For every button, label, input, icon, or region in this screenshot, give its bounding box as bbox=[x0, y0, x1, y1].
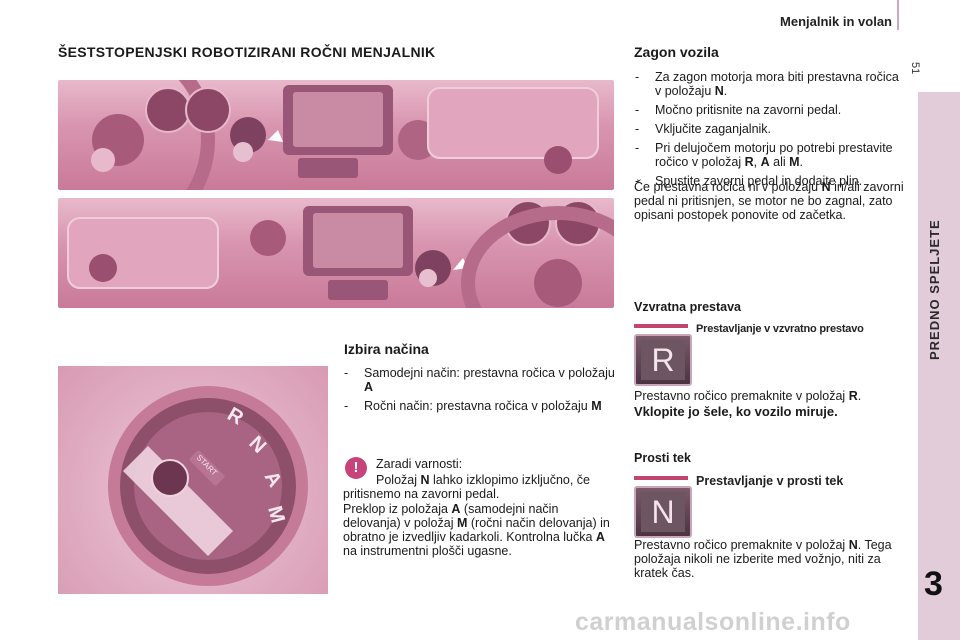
watermark: carmanualsonline.info bbox=[575, 608, 851, 636]
safety-paragraph: Preklop iz položaja A (samodejni način d… bbox=[343, 502, 617, 558]
vzvratna-text: Prestavno ročico premaknite v položaj R. bbox=[634, 389, 906, 403]
list-item: Vključite zaganjalnik. bbox=[631, 122, 906, 136]
dashboard-photo-rhd bbox=[58, 198, 614, 308]
list-item-bold: A bbox=[364, 380, 374, 394]
text: . bbox=[799, 155, 803, 169]
gear-selector-knob: R N A M START bbox=[108, 386, 308, 586]
list-item: Pri delujočem motorju po potrebi prestav… bbox=[631, 141, 906, 169]
text: Prestavno ročico premaknite v položaj bbox=[634, 538, 849, 552]
text: ali bbox=[769, 155, 790, 169]
list-item-text: Ročni način: prestavna ročica v položaju bbox=[364, 399, 592, 413]
text-bold: M bbox=[789, 155, 800, 169]
list-item: Spustite zavorni pedal in dodajte plin. bbox=[631, 174, 906, 188]
text: . bbox=[723, 84, 728, 98]
text: Spustite zavorni pedal in dodajte plin. bbox=[655, 174, 863, 188]
chapter-number: 3 bbox=[924, 565, 943, 603]
safety-line1: Zaradi varnosti: bbox=[376, 457, 463, 471]
text: lahko izklopimo izključno, če pritisnemo… bbox=[343, 473, 591, 501]
text: Položaj bbox=[376, 473, 421, 487]
dashboard-photo-lhd bbox=[58, 80, 614, 190]
text: Vključite zaganjalnik. bbox=[655, 122, 772, 136]
text: Prestavno ročico premaknite v položaj bbox=[634, 389, 849, 403]
list-item-text: Samodejni način: prestavna ročica v polo… bbox=[364, 366, 615, 380]
chapter-tab bbox=[918, 92, 960, 640]
list-item-bold: M bbox=[591, 399, 602, 413]
gear-selector-photo: R N A M START bbox=[58, 366, 328, 594]
list-item: Močno pritisnite na zavorni pedal. bbox=[631, 103, 906, 117]
prosti-title: Prosti tek bbox=[634, 451, 691, 465]
zagon-title: Zagon vozila bbox=[634, 44, 719, 60]
text-bold: N bbox=[848, 538, 858, 552]
text: . bbox=[857, 389, 862, 403]
text: na instrumentni plošči ugasne. bbox=[343, 544, 512, 558]
knob-letter-m: M bbox=[263, 504, 289, 526]
zagon-paragraph: Če prestavna ročica ni v položaju N in/a… bbox=[634, 180, 906, 222]
list-item: Samodejni način: prestavna ročica v polo… bbox=[340, 366, 615, 394]
vzvratna-warning: Vklopite jo šele, ko vozilo miruje. bbox=[634, 404, 838, 419]
text-bold: A bbox=[595, 530, 605, 544]
text: Če prestavna ročica ni v položaju bbox=[634, 180, 822, 194]
text: Močno pritisnite na zavorni pedal. bbox=[655, 103, 842, 117]
text-bold: A bbox=[451, 502, 461, 516]
dashboard-illustration-lhd bbox=[91, 80, 599, 190]
vzvratna-caption: Prestavljanje v vzvratno prestavo bbox=[696, 323, 864, 335]
text-bold: N bbox=[821, 180, 831, 194]
list-item: Ročni način: prestavna ročica v položaju… bbox=[340, 399, 615, 413]
text-bold: N bbox=[420, 473, 430, 487]
text-bold: N bbox=[714, 84, 724, 98]
text: Preklop iz položaja bbox=[343, 502, 452, 516]
dashboard-illustration-rhd bbox=[67, 200, 614, 308]
caption-bar bbox=[634, 324, 688, 328]
main-title: ŠESTSTOPENJSKI ROBOTIZIRANI ROČNI MENJAL… bbox=[58, 44, 436, 60]
text-bold: A bbox=[760, 155, 770, 169]
vzvratna-title: Vzvratna prestava bbox=[634, 300, 742, 314]
gear-r-icon: R bbox=[634, 334, 692, 386]
text: Pri delujočem motorju po potrebi prestav… bbox=[655, 141, 893, 169]
text-bold: R bbox=[744, 155, 754, 169]
text-bold: M bbox=[456, 516, 468, 530]
gear-n-icon: N bbox=[634, 486, 692, 538]
safety-line2: Položaj N lahko izklopimo izključno, če … bbox=[343, 473, 617, 501]
prosti-caption: Prestavljanje v prosti tek bbox=[696, 474, 844, 488]
text: in/ali zavorni pedal ni pritisnjen, se m… bbox=[634, 180, 904, 222]
text: Za zagon motorja mora biti prestavna roč… bbox=[655, 70, 899, 98]
warning-icon: ! bbox=[345, 457, 367, 479]
izbira-list: Samodejni način: prestavna ročica v polo… bbox=[340, 366, 615, 418]
text: . Tega položaja nikoli ne izberite med v… bbox=[634, 538, 892, 580]
list-item: Za zagon motorja mora biti prestavna roč… bbox=[631, 70, 906, 98]
header-divider bbox=[897, 0, 899, 30]
section-header: Menjalnik in volan bbox=[780, 14, 892, 29]
gear-letter-n: N bbox=[641, 492, 685, 532]
zagon-list: Za zagon motorja mora biti prestavna roč… bbox=[631, 70, 906, 193]
chapter-label: PREDNO SPELJETE bbox=[927, 219, 942, 360]
text: (samodejni način delovanja) v položaj bbox=[343, 502, 559, 530]
text: (ročni način delovanja) in obratno je iz… bbox=[343, 516, 610, 544]
text-bold: R bbox=[848, 389, 858, 403]
gear-letter-r: R bbox=[641, 340, 685, 380]
prosti-text: Prestavno ročico premaknite v položaj N.… bbox=[634, 538, 906, 580]
izbira-title: Izbira načina bbox=[344, 341, 429, 357]
text: , bbox=[753, 155, 761, 169]
page-number: 51 bbox=[909, 62, 921, 75]
caption-bar bbox=[634, 476, 688, 480]
